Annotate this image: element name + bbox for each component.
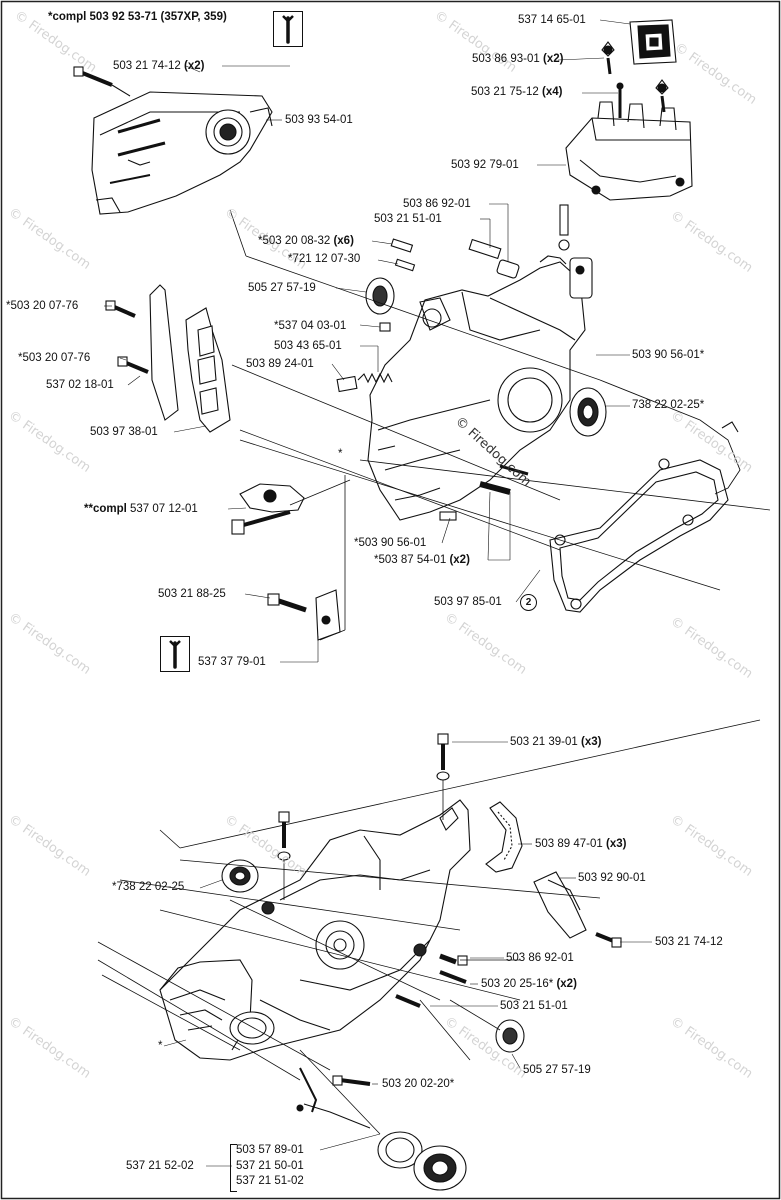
part-label: 503 57 89-01 xyxy=(236,1144,304,1156)
part-number: 503 20 25-16* xyxy=(481,978,557,990)
bearing-upper xyxy=(569,387,607,437)
screw-lower-top xyxy=(436,733,450,820)
part-qty: (x3) xyxy=(580,736,602,748)
gasket-part xyxy=(549,458,729,613)
crankcase-upper-part xyxy=(367,255,593,521)
wrench-icon xyxy=(273,11,303,47)
screw-left-2 xyxy=(117,356,149,374)
part-label: 503 20 25-16* (x2) xyxy=(481,978,577,991)
screw-left-1 xyxy=(105,300,136,318)
part-label: * xyxy=(158,1040,163,1052)
part-label: 503 97 38-01 xyxy=(90,426,158,438)
cylinder-cover-part xyxy=(565,101,693,201)
part-models: 357XP, 359 xyxy=(164,11,223,23)
part-label: 503 21 51-01 xyxy=(374,213,442,225)
part-number: *503 20 08-32 xyxy=(258,235,334,247)
part-label: *738 22 02-25 xyxy=(112,881,185,893)
tensioner-part xyxy=(231,483,305,535)
part-number: 503 89 47-01 xyxy=(535,838,606,850)
part-qty: (x6) xyxy=(333,235,354,247)
part-qty: (x4) xyxy=(541,86,563,98)
part-label: 537 21 51-02 xyxy=(236,1175,304,1187)
screw-503-21-74-lower xyxy=(595,932,622,948)
part-label: *503 20 08-32 (x6) xyxy=(258,235,354,248)
part-label: 503 89 47-01 (x3) xyxy=(535,838,626,851)
part-number: *503 87 54-01 xyxy=(374,554,450,566)
part-label: *503 20 07-76 xyxy=(18,352,91,364)
screw-503-21-88 xyxy=(267,593,307,613)
seal-lower xyxy=(495,1019,525,1053)
seal-upper xyxy=(365,277,395,315)
part-label: 503 21 75-12 (x4) xyxy=(471,86,562,99)
part-number: 503 21 39-01 xyxy=(510,736,581,748)
part-label: 503 21 88-25 xyxy=(158,588,226,600)
part-label: 503 21 74-12 xyxy=(655,936,723,948)
chain-catcher-part xyxy=(315,589,341,641)
part-label: 503 90 56-01* xyxy=(632,349,705,361)
knob-right xyxy=(655,79,669,113)
callout-number: 2 xyxy=(520,594,537,611)
knob-left xyxy=(601,41,615,75)
part-label: 503 92 79-01 xyxy=(451,159,519,171)
part-suffix: ) xyxy=(222,11,227,23)
part-qty: (x2) xyxy=(542,53,564,65)
guide-plate-part xyxy=(149,284,231,433)
part-prefix: *compl 503 92 53-71 ( xyxy=(48,11,165,23)
part-label: 503 21 51-01 xyxy=(500,1000,568,1012)
part-qty: (x2) xyxy=(556,978,577,990)
part-label: *503 20 07-76 xyxy=(6,300,79,312)
part-label: *503 90 56-01 xyxy=(354,537,427,549)
part-prefix: **compl xyxy=(84,503,131,515)
oil-filter-parts xyxy=(377,1131,467,1191)
spring-part xyxy=(357,372,393,384)
part-label: 505 27 57-19 xyxy=(248,282,316,294)
part-label: 503 92 90-01 xyxy=(578,872,646,884)
part-label: 738 22 02-25* xyxy=(632,399,705,411)
part-number: 537 07 12-01 xyxy=(130,503,198,515)
group-bracket xyxy=(230,1144,237,1192)
part-label: 503 20 02-20* xyxy=(382,1078,455,1090)
part-label: 505 27 57-19 xyxy=(523,1064,591,1076)
part-label: 503 89 24-01 xyxy=(246,358,314,370)
part-label: *503 87 54-01 (x2) xyxy=(374,554,470,567)
bearing-lower xyxy=(221,859,259,893)
part-label: 537 21 50-01 xyxy=(236,1160,304,1172)
oil-pump-lever xyxy=(296,1067,371,1129)
wrench-icon xyxy=(160,636,190,672)
part-label: 537 14 65-01 xyxy=(518,14,586,26)
screw-top-left xyxy=(73,66,113,87)
part-label: 537 02 18-01 xyxy=(46,379,114,391)
part-qty: (x3) xyxy=(605,838,627,850)
chain-cover-part xyxy=(91,91,273,215)
part-label: *721 12 07-30 xyxy=(288,253,361,265)
part-label: 503 86 93-01 (x2) xyxy=(472,53,563,66)
screw-503-20-02 xyxy=(332,1075,371,1086)
part-label: *537 04 03-01 xyxy=(274,320,347,332)
filter-part-537-14-65 xyxy=(629,19,677,65)
part-label: 503 97 85-01 xyxy=(434,596,502,608)
part-label: 503 21 39-01 (x3) xyxy=(510,736,601,749)
kit-label-mid: **compl 537 07 12-01 xyxy=(84,503,198,516)
kit-label-top: *compl 503 92 53-71 (357XP, 359) xyxy=(48,11,227,24)
part-label: 503 93 54-01 xyxy=(285,114,353,126)
part-label: 503 21 74-12 (x2) xyxy=(113,60,204,73)
part-label: 503 86 92-01 xyxy=(403,198,471,210)
part-label: 503 86 92-01 xyxy=(506,952,574,964)
socket-lower xyxy=(229,1011,275,1045)
part-number: 503 21 74-12 xyxy=(113,60,184,72)
part-qty: (x2) xyxy=(183,60,205,72)
part-label: 537 21 52-02 xyxy=(126,1160,194,1172)
plate-part xyxy=(533,871,587,939)
guide-strip-part xyxy=(485,801,523,873)
crankcase-lower-part xyxy=(159,799,471,1061)
part-label: 503 43 65-01 xyxy=(274,340,342,352)
part-label: * xyxy=(338,448,343,460)
part-number: 503 21 75-12 xyxy=(471,86,542,98)
part-number: 503 86 93-01 xyxy=(472,53,543,65)
part-qty: (x2) xyxy=(449,554,470,566)
part-label: 537 37 79-01 xyxy=(198,656,266,668)
